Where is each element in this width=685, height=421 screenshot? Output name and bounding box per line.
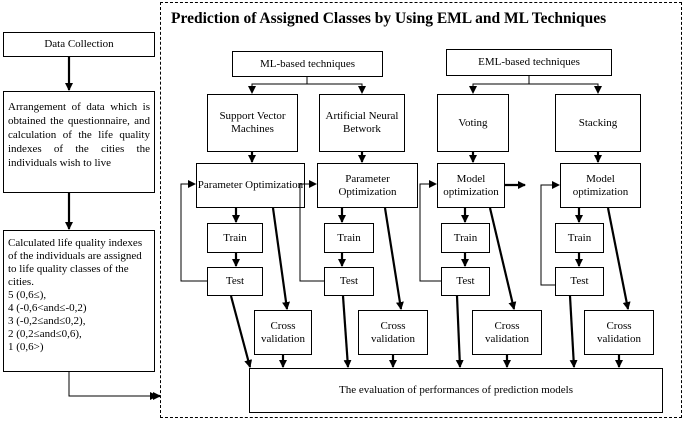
evaluation-label: The evaluation of performances of predic… bbox=[339, 384, 573, 396]
class-item: 4 (-0,6<and≤-0,2) bbox=[8, 302, 87, 314]
svm-train-label: Train bbox=[223, 231, 247, 244]
ann-cross-validation-box: Cross validation bbox=[358, 310, 428, 355]
voting-test-box: Test bbox=[441, 267, 490, 296]
ann-train-label: Train bbox=[337, 231, 361, 244]
stacking-optimization-box: Model optimization bbox=[560, 163, 641, 208]
svm-test-box: Test bbox=[207, 267, 263, 296]
calculated-text: Calculated life quality indexes of the i… bbox=[8, 237, 143, 288]
data-collection-box: Data Collection bbox=[3, 32, 155, 57]
class-item: 1 (0,6>) bbox=[8, 341, 44, 353]
svm-test-label: Test bbox=[225, 275, 245, 287]
voting-optimization-label: Model optimization bbox=[443, 172, 499, 198]
ann-box: Artificial Neural Betwork bbox=[319, 94, 405, 152]
ml-techniques-box: ML-based techniques bbox=[232, 51, 383, 77]
data-collection-label: Data Collection bbox=[44, 38, 114, 50]
svm-optimization-box: Parameter Optimization bbox=[196, 163, 305, 208]
stacking-test-label: Test bbox=[570, 275, 589, 287]
stacking-cross-validation-box: Cross validation bbox=[584, 310, 654, 355]
eml-techniques-label: EML-based techniques bbox=[478, 56, 580, 68]
ann-train-box: Train bbox=[324, 223, 374, 253]
stacking-optimization-label: Model optimization bbox=[572, 172, 629, 198]
voting-label: Voting bbox=[458, 116, 488, 129]
voting-optimization-box: Model optimization bbox=[437, 163, 505, 208]
arrangement-text: Arrangement of data which is obtained th… bbox=[8, 101, 150, 169]
voting-cross-validation-label: Cross validation bbox=[485, 319, 529, 345]
voting-cross-validation-box: Cross validation bbox=[472, 310, 542, 355]
stacking-label: Stacking bbox=[578, 116, 618, 129]
ann-optimization-label: Parameter Optimization bbox=[338, 172, 397, 198]
ml-techniques-label: ML-based techniques bbox=[260, 57, 355, 70]
svm-train-box: Train bbox=[207, 223, 263, 253]
stacking-test-box: Test bbox=[555, 267, 604, 296]
ann-label: Artificial Neural Betwork bbox=[325, 110, 399, 135]
class-item: 2 (0,2≤and≤0,6), bbox=[8, 328, 82, 340]
diagram-title: Prediction of Assigned Classes by Using … bbox=[171, 10, 607, 27]
voting-test-label: Test bbox=[456, 275, 475, 287]
evaluation-box: The evaluation of performances of predic… bbox=[249, 368, 663, 413]
stacking-train-label: Train bbox=[567, 231, 592, 244]
stacking-train-box: Train bbox=[555, 223, 604, 253]
voting-train-label: Train bbox=[453, 231, 478, 244]
stacking-box: Stacking bbox=[555, 94, 641, 152]
voting-box: Voting bbox=[437, 94, 509, 152]
ann-cross-validation-label: Cross validation bbox=[371, 319, 415, 345]
calculated-box: Calculated life quality indexes of the i… bbox=[3, 230, 155, 372]
voting-train-box: Train bbox=[441, 223, 490, 253]
ann-test-box: Test bbox=[324, 267, 374, 296]
svm-box: Support Vector Machines bbox=[207, 94, 298, 152]
svm-label: Support Vector Machines bbox=[219, 110, 286, 135]
stacking-cross-validation-label: Cross validation bbox=[597, 319, 641, 345]
arrangement-box: Arrangement of data which is obtained th… bbox=[3, 91, 155, 193]
class-item: 3 (-0,2≤and≤0,2), bbox=[8, 315, 86, 327]
svm-cross-validation-label: Cross validation bbox=[261, 319, 305, 345]
svm-optimization-label: Parameter Optimization bbox=[197, 179, 304, 191]
prediction-frame bbox=[160, 2, 682, 418]
eml-techniques-box: EML-based techniques bbox=[446, 49, 612, 76]
svm-cross-validation-box: Cross validation bbox=[254, 310, 312, 355]
class-list: 5 (0,6≤), 4 (-0,6<and≤-0,2) 3 (-0,2≤and≤… bbox=[8, 289, 87, 354]
ann-test-label: Test bbox=[339, 275, 359, 287]
class-item: 5 (0,6≤), bbox=[8, 289, 47, 301]
ann-optimization-box: Parameter Optimization bbox=[317, 163, 418, 208]
